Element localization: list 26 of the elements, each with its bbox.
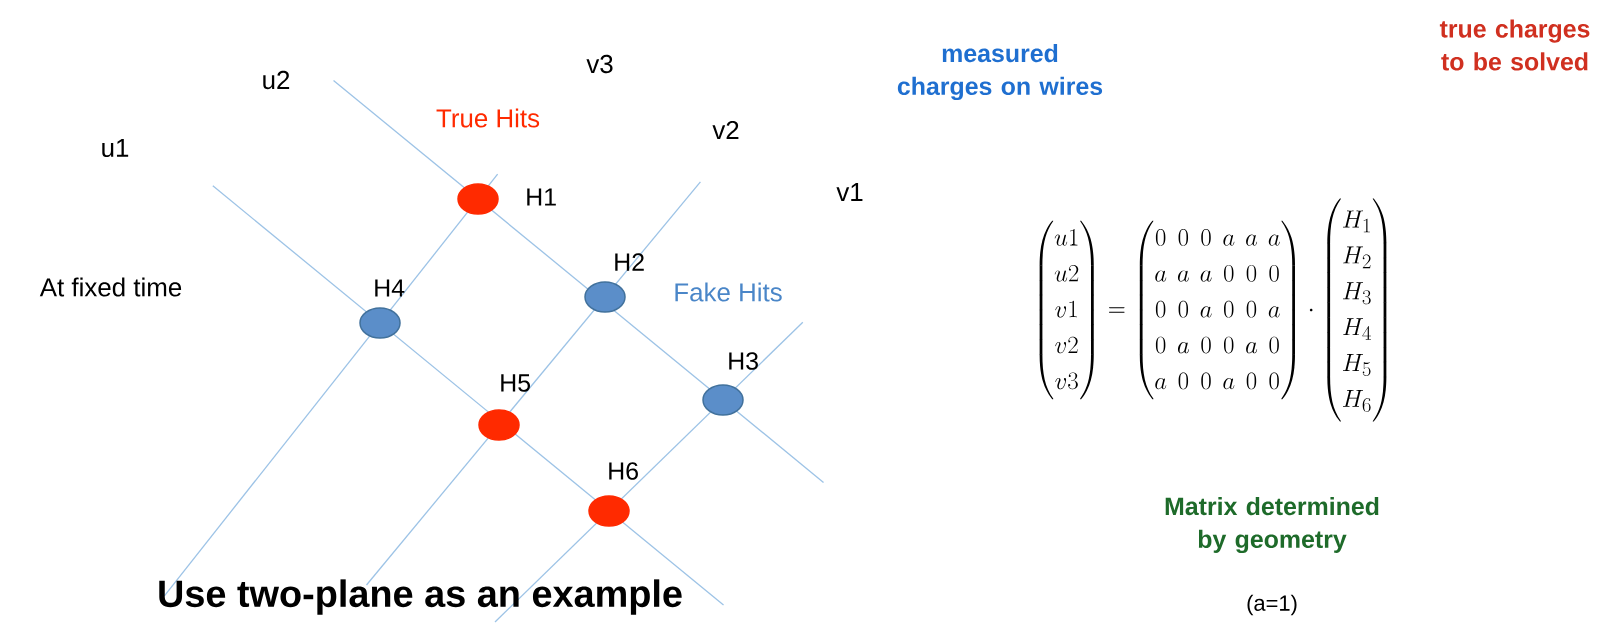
wire-label: u2: [263, 70, 290, 90]
hit-label: H1: [527, 188, 556, 206]
hit-label: H4: [375, 279, 405, 297]
hit-label: H6: [609, 462, 638, 480]
hit-legend-text: Fake Hits: [675, 282, 782, 302]
hit-legend-text: True Hits: [436, 108, 540, 128]
hit-label: H2: [615, 253, 644, 271]
annotation-text: (a=1): [1247, 594, 1297, 616]
hit-label: H5: [501, 374, 530, 392]
hit-marker: [457, 183, 499, 215]
matrix-equation: $\begin{pmatrix} u1 \\ u2 \\ v1 \\ v2 \\ v3 \end{pmatrix} = \begin{pmatrix} 0 & 0 & 0 & a & a & a \\ a & a & a & 0 & 0 & 0 \\ 0 & 0 & a & 0 & 0 & a \\ 0 & a & 0 & 0 & a & 0 \\ a & 0 & 0 & a & 0 & 0 \end{pmatrix} \cdot \begin{pmatrix} H_1 \\ H_2 \\ H_3 \\ H_4 \\ H_5 \\ H_6 \end{pmatrix}$: [1039, 198, 1387, 422]
wire-label: v3: [586, 54, 613, 74]
hit-marker: [584, 281, 626, 313]
wire-label: v1: [836, 183, 863, 201]
hit-marker: [359, 307, 401, 339]
hit-marker: [478, 409, 520, 441]
hit-marker: [588, 495, 630, 527]
annotation-text: At fixed time: [39, 277, 182, 297]
caption-text: Use two-plane as an example: [159, 579, 682, 615]
annotation-text: Matrix determined by geometry: [1165, 496, 1379, 554]
hit-label: H3: [729, 352, 758, 370]
hit-marker: [702, 384, 744, 416]
wire-label: v2: [712, 120, 739, 140]
annotation-text: measured charges on wires: [897, 43, 1103, 101]
wire-label: u1: [102, 138, 129, 158]
annotation-text: true charges to be solved: [1439, 19, 1590, 71]
